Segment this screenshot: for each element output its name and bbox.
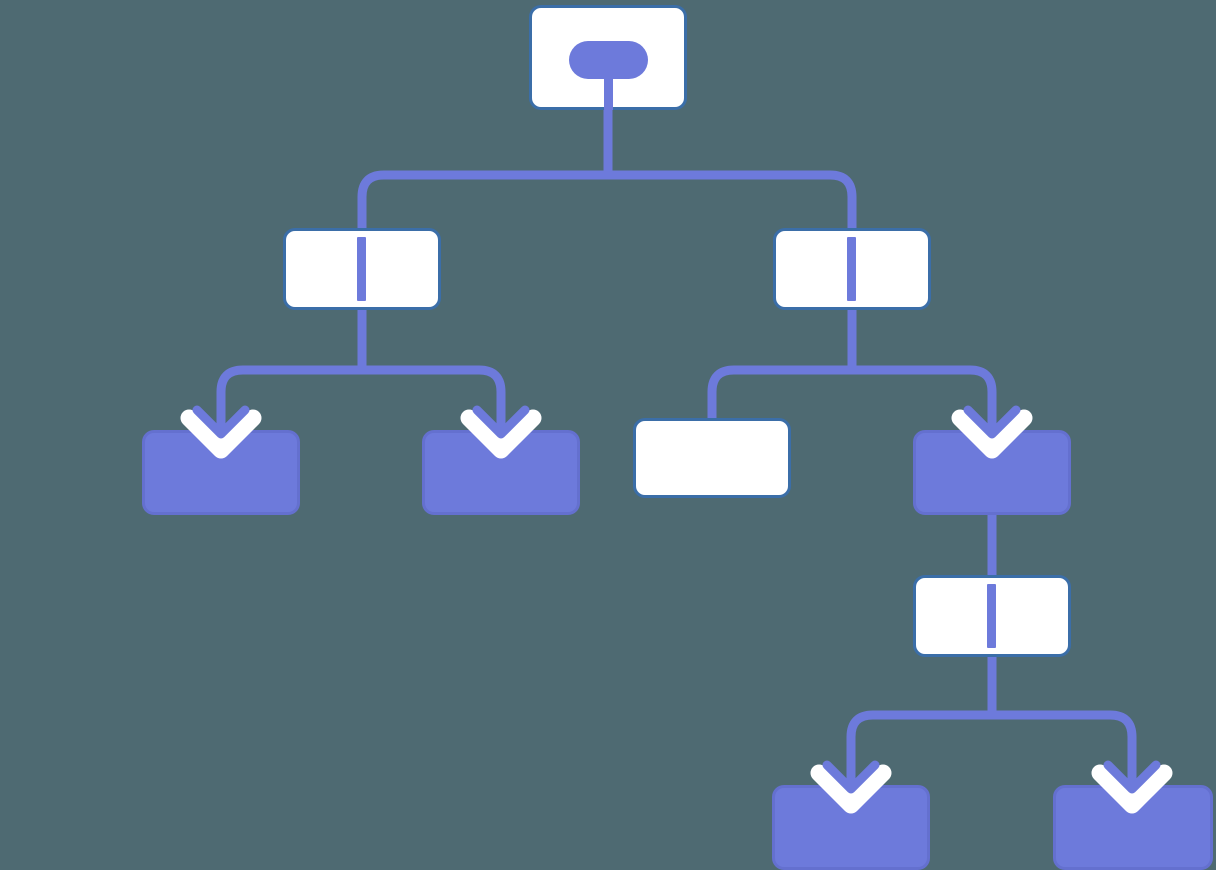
edge-branch-deep-2-to-leaf-e bbox=[992, 710, 1137, 795]
node-leaf-e[interactable] bbox=[1053, 785, 1213, 870]
node-branch-deep[interactable] bbox=[913, 430, 1071, 515]
branch-left-connector-line bbox=[357, 237, 366, 301]
edge-branch-deep-2-to-leaf-d bbox=[846, 710, 992, 795]
node-leaf-a[interactable] bbox=[142, 430, 300, 515]
branch-deep-2-connector-line bbox=[987, 584, 996, 648]
node-leaf-c[interactable] bbox=[633, 418, 791, 498]
node-leaf-b[interactable] bbox=[422, 430, 580, 515]
root-pill-stem bbox=[604, 60, 613, 110]
branch-right-connector-line bbox=[847, 237, 856, 301]
node-leaf-d[interactable] bbox=[772, 785, 930, 870]
edge-branch-right-to-leaf-c bbox=[707, 365, 852, 420]
